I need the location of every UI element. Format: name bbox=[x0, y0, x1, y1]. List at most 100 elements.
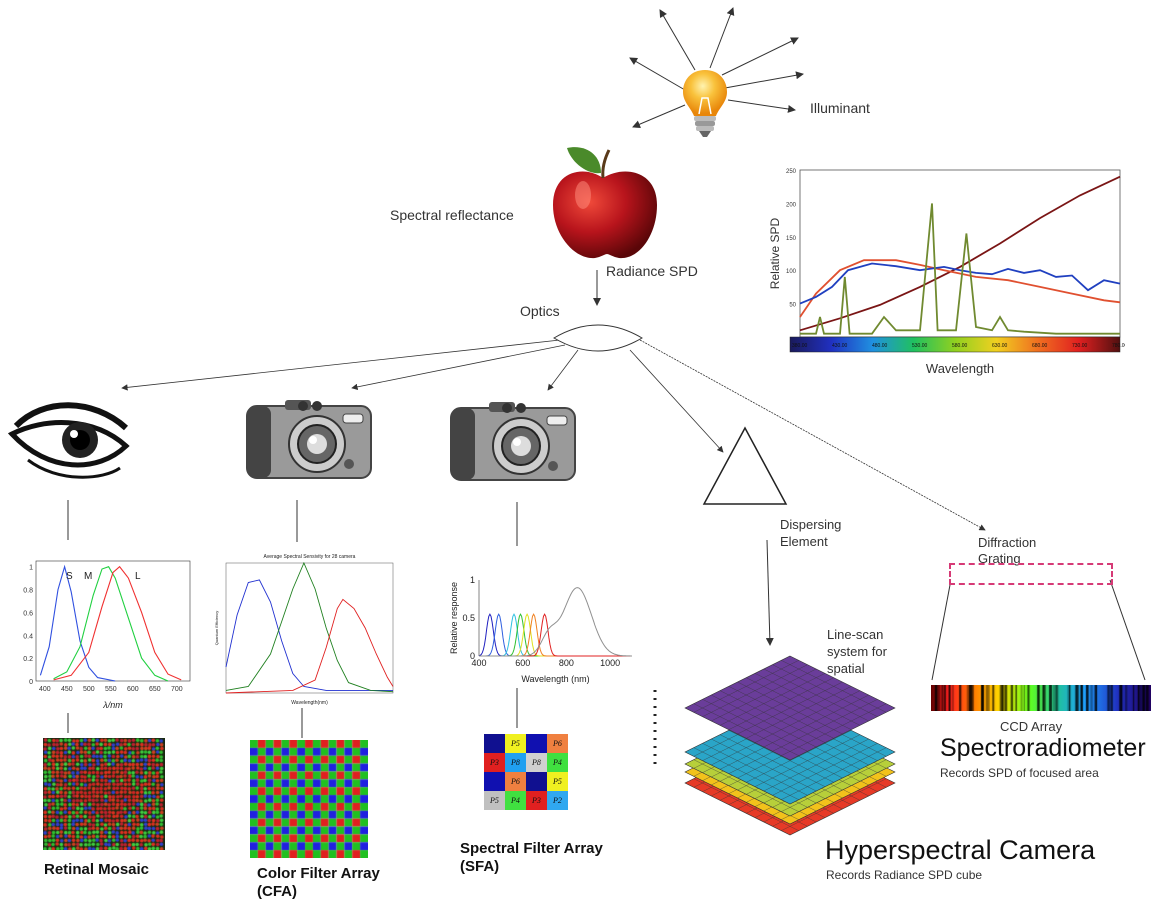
cones-series-line bbox=[39, 564, 116, 682]
cones-xtick-label: 600 bbox=[127, 686, 139, 693]
cones-annotation-s: S bbox=[66, 571, 73, 582]
sfa-ytick-label: 0.5 bbox=[462, 613, 475, 623]
diffraction-grating-label: Diffraction Grating bbox=[978, 535, 1037, 566]
spd-series-line bbox=[799, 262, 1121, 305]
spd-series-line bbox=[800, 203, 1120, 335]
spd-series-line bbox=[799, 259, 1121, 318]
hyperspectral-camera-subtitle: Records Radiance SPD cube bbox=[826, 868, 983, 882]
eye-icon bbox=[8, 402, 130, 479]
cones-plot-area bbox=[35, 560, 191, 682]
sfa-cell: P2 bbox=[547, 791, 568, 810]
ccd-array-spectrum bbox=[931, 685, 1151, 711]
sfa-cell bbox=[526, 734, 547, 753]
retinal-mosaic-label: Retinal Mosaic bbox=[44, 861, 150, 878]
sfa-cell: P4 bbox=[505, 791, 526, 810]
spd-colorbar-tick: 630.00 bbox=[992, 343, 1008, 349]
spd-series-line bbox=[799, 175, 1121, 332]
cones-xtick-label: 450 bbox=[61, 686, 73, 693]
spd-ylabel: Relative SPD bbox=[768, 217, 782, 289]
line-scan-label: Line-scan system for spatial bbox=[827, 627, 887, 676]
sfa-cell bbox=[484, 772, 505, 791]
diffraction-grating-box bbox=[949, 563, 1113, 585]
sfa-series-line bbox=[478, 613, 632, 657]
sfa-series-line bbox=[479, 613, 632, 657]
cfa-title: Average Spectral Sensivity for 28 camera bbox=[264, 554, 356, 560]
sfa-series-line bbox=[479, 613, 632, 657]
sfa-cell: P5 bbox=[484, 791, 505, 810]
spd-colorbar-tick: 380.00 bbox=[792, 343, 808, 349]
retinal-mosaic-image bbox=[43, 738, 165, 850]
ccd-array-label: CCD Array bbox=[1000, 719, 1063, 734]
cones-ytick-label: 0 bbox=[29, 679, 33, 686]
sfa-cell: P3 bbox=[484, 753, 505, 772]
cube-grid-line bbox=[781, 703, 887, 756]
spd-colorbar-tick: 780.00 bbox=[1112, 343, 1125, 349]
camera-icon-sfa bbox=[450, 402, 576, 481]
cube-grid-line bbox=[781, 778, 887, 831]
spd-ytick-label: 200 bbox=[786, 202, 797, 208]
spd-colorbar-tick: 730.00 bbox=[1072, 343, 1088, 349]
sfa-xtick-label: 800 bbox=[559, 658, 574, 668]
cones-xtick-label: 400 bbox=[39, 686, 51, 693]
sfa-series-line bbox=[479, 613, 632, 657]
cube-grid-line bbox=[772, 699, 878, 752]
spd-ytick-label: 150 bbox=[786, 236, 797, 242]
cones-xtick-label: 500 bbox=[83, 686, 95, 693]
hyperspectral-camera-title: Hyperspectral Camera bbox=[825, 835, 1096, 865]
optics-label: Optics bbox=[520, 303, 560, 319]
sfa-cell bbox=[526, 772, 547, 791]
cones-xtick-label: 650 bbox=[149, 686, 161, 693]
spd-colorbar-tick: 580.00 bbox=[952, 343, 968, 349]
cones-ytick-label: 0.2 bbox=[23, 656, 33, 663]
hyperspectral-cube bbox=[684, 655, 896, 836]
cfa-pattern-image bbox=[250, 740, 368, 858]
cube-grid-line bbox=[693, 747, 799, 800]
illuminant-rays bbox=[629, 7, 804, 128]
sfa-cell bbox=[484, 734, 505, 753]
sfa-series-line bbox=[479, 613, 632, 657]
sfa-xtick-label: 400 bbox=[471, 658, 486, 668]
spd-colorbar-tick: 680.00 bbox=[1032, 343, 1048, 349]
sfa-series-line bbox=[479, 613, 632, 657]
illuminant-label: Illuminant bbox=[810, 100, 870, 116]
cube-grid-line bbox=[772, 743, 878, 796]
sfa-cell: P3 bbox=[526, 791, 547, 810]
cfa-plot-area bbox=[225, 562, 394, 694]
cfa-ylabel: Quantum Efficiency bbox=[214, 611, 219, 646]
cfa-xlabel: Wavelength(nm) bbox=[291, 700, 328, 706]
cube-grid-line bbox=[781, 747, 887, 800]
spd-ytick-label: 250 bbox=[786, 169, 797, 175]
light-bulb-icon bbox=[683, 70, 727, 137]
spectral-reflectance-label: Spectral reflectance bbox=[390, 207, 514, 223]
sfa-ytick-label: 1 bbox=[470, 575, 475, 585]
cfa-series-line bbox=[225, 579, 393, 691]
sfa-cell: P6 bbox=[547, 734, 568, 753]
sfa-ytick-label: 0 bbox=[470, 651, 475, 661]
cfa-sensitivity-chart: Average Spectral Sensivity for 28 camera… bbox=[210, 548, 400, 708]
apple-icon bbox=[553, 147, 657, 259]
cones-xlabel: λ/nm bbox=[102, 700, 123, 710]
cfa-series-line bbox=[225, 561, 394, 693]
spd-xlabel: Wavelength bbox=[926, 361, 994, 376]
spd-plot-area bbox=[799, 169, 1121, 338]
lens-icon bbox=[553, 324, 643, 352]
cones-xtick-label: 550 bbox=[105, 686, 117, 693]
sfa-cell: P5 bbox=[547, 772, 568, 791]
spd-ytick-label: 100 bbox=[786, 269, 797, 275]
sfa-ylabel: Relative response bbox=[449, 582, 459, 654]
cube-grid-line bbox=[693, 759, 799, 812]
cones-annotation-l: L bbox=[135, 571, 141, 582]
sfa-xlabel: Wavelength (nm) bbox=[521, 674, 589, 684]
sfa-label: Spectral Filter Array (SFA) bbox=[460, 840, 603, 875]
prism-icon bbox=[702, 426, 788, 505]
cones-ytick-label: 0.6 bbox=[23, 610, 33, 617]
cfa-label: Color Filter Array (CFA) bbox=[257, 865, 380, 900]
